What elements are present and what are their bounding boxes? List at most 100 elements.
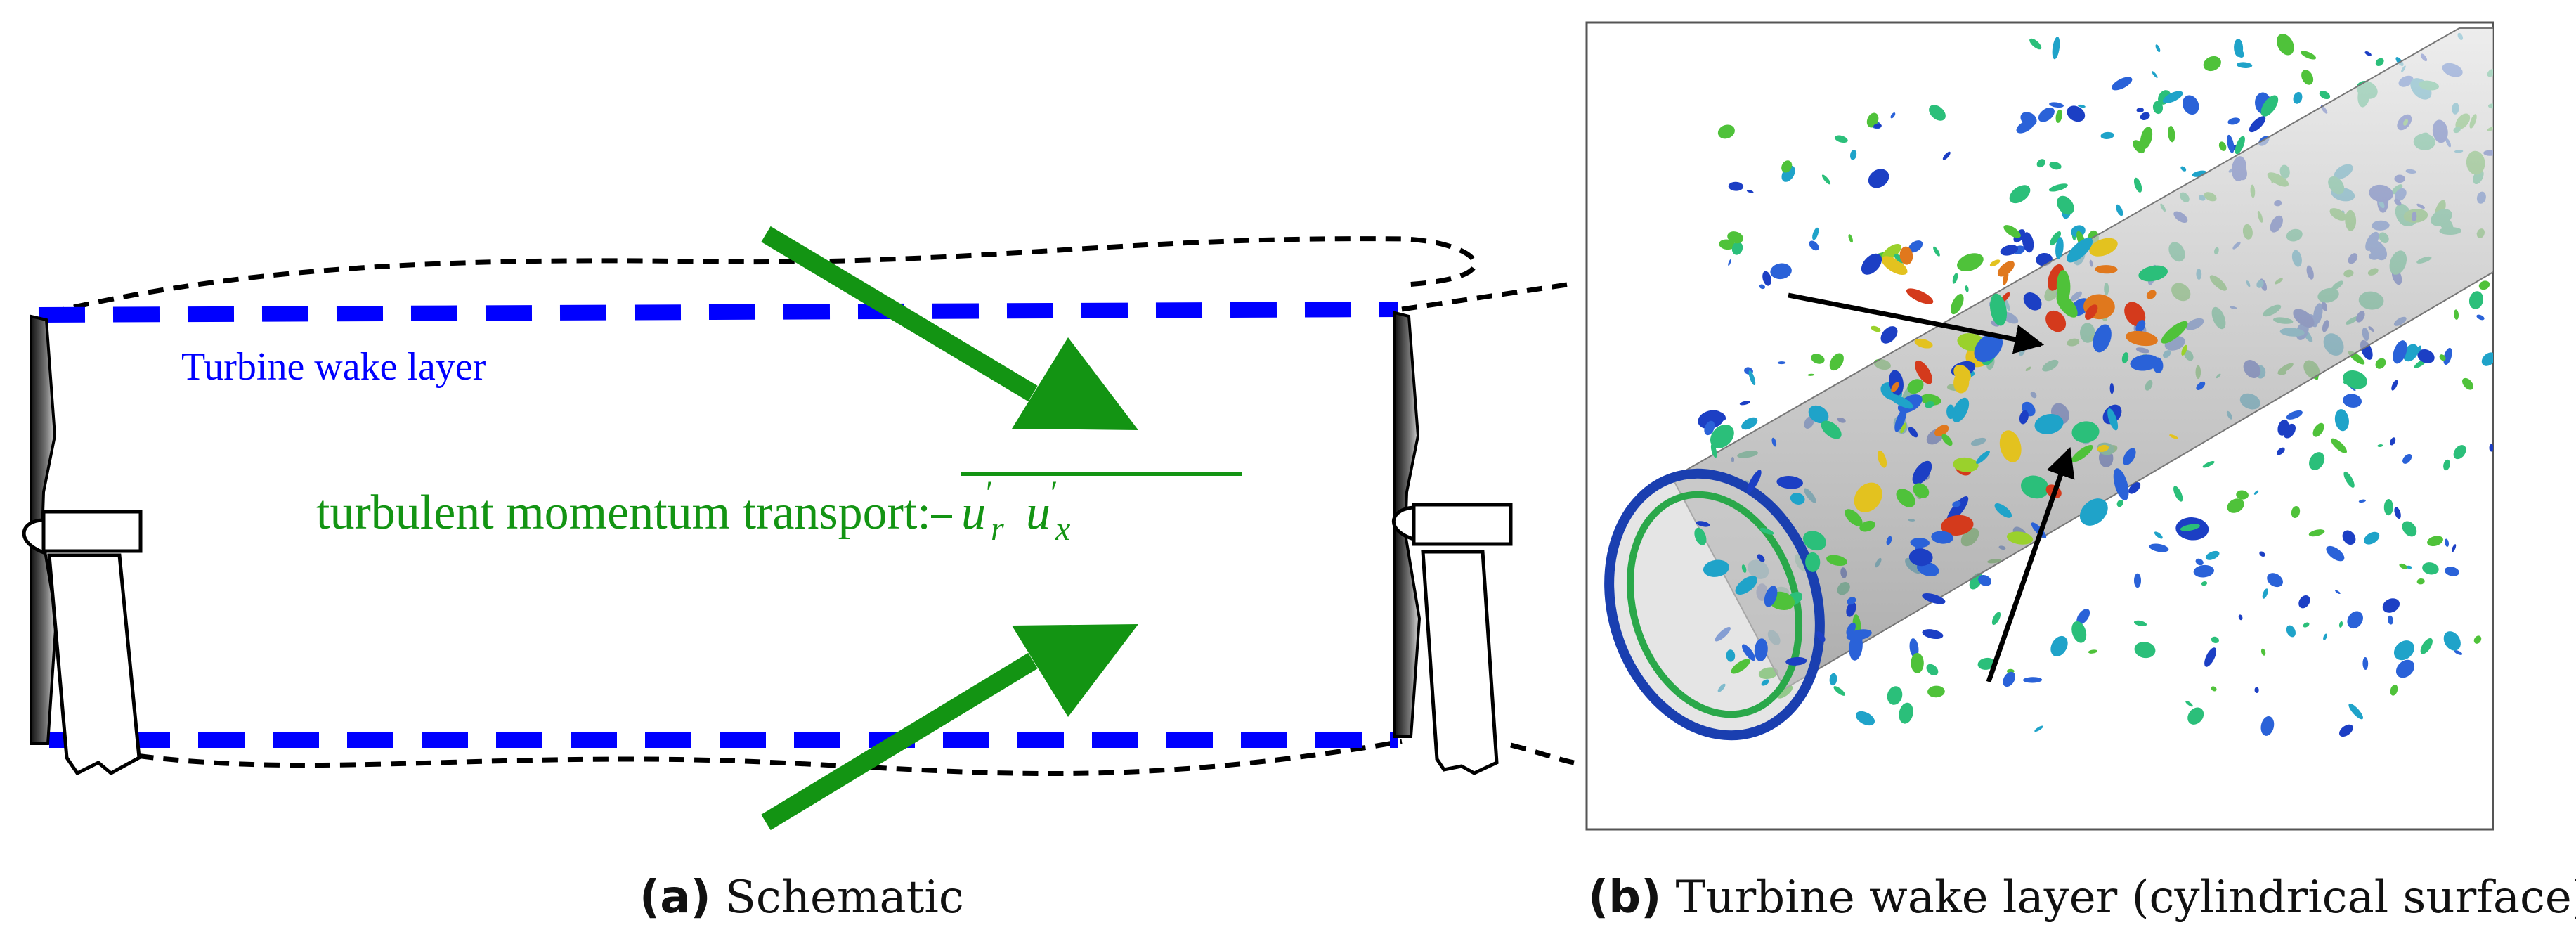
vortex-blob xyxy=(2286,410,2303,420)
vortex-blob xyxy=(2107,408,2119,431)
vortex-blob xyxy=(2003,671,2016,687)
vortex-blob xyxy=(1847,597,1856,605)
vortex-blob xyxy=(2201,581,2208,586)
vortex-blob xyxy=(1950,294,1964,315)
vortex-blob xyxy=(1908,240,1923,253)
vortex-blob xyxy=(2462,377,2473,390)
vortex-blob xyxy=(1808,405,1829,424)
downstream-tower xyxy=(1421,550,1499,775)
vortex-blob xyxy=(1952,500,1961,507)
vortex-blob xyxy=(1694,527,1707,545)
vortex-blob xyxy=(2343,471,2355,488)
upstream-nacelle xyxy=(41,510,143,553)
vortex-blob xyxy=(1821,420,1842,439)
vortex-blob xyxy=(1942,151,1951,160)
vortex-blob xyxy=(1912,460,1932,485)
vortex-blob xyxy=(2095,265,2118,274)
vortex-blob xyxy=(1989,259,2001,267)
vortex-blob xyxy=(2253,490,2259,495)
vortex-blob xyxy=(2260,95,2279,117)
vortex-blob xyxy=(2034,725,2043,732)
vortex-blob xyxy=(2335,590,2341,595)
vortex-blob xyxy=(1953,457,1979,472)
vortex-blob xyxy=(2055,109,2062,123)
vortex-blob xyxy=(1829,673,1837,686)
vortex-blob xyxy=(2478,280,2490,290)
simulation-panel xyxy=(1585,21,2494,831)
vortex-blob xyxy=(2078,104,2086,108)
vortex-blob xyxy=(2390,685,2398,696)
vortex-blob xyxy=(2375,58,2384,67)
vortex-blob xyxy=(1880,326,1898,344)
vortex-blob xyxy=(2236,490,2249,500)
vortex-blob xyxy=(2071,444,2093,462)
vortex-blob xyxy=(2029,38,2042,50)
vortex-blob xyxy=(2260,648,2266,656)
vortex-blob xyxy=(2439,354,2446,361)
vortex-blob xyxy=(1914,338,1933,349)
vortex-blob xyxy=(1807,373,1815,376)
caption-a: (a) Schematic xyxy=(639,872,964,924)
transport-arrow-bottom xyxy=(761,624,1138,831)
vortex-blob xyxy=(2308,529,2325,537)
vortex-blob xyxy=(2071,621,2087,643)
vortex-blob xyxy=(1790,492,1805,505)
vortex-blob xyxy=(1849,150,1857,160)
vortex-blob xyxy=(2071,421,2100,444)
vortex-blob xyxy=(2050,231,2062,246)
vortex-blob xyxy=(1710,425,1734,448)
vortex-blob xyxy=(2076,609,2090,625)
vortex-blob xyxy=(2293,91,2303,104)
vortex-blob xyxy=(2138,265,2168,282)
vortex-blob xyxy=(1710,444,1717,458)
vortex-blob xyxy=(1933,246,1940,257)
vortex-blob xyxy=(2383,499,2393,516)
vortex-blob xyxy=(1920,394,1941,406)
vortex-blob xyxy=(2113,468,2129,500)
vortex-blob xyxy=(2406,565,2412,569)
vortex-blob xyxy=(2116,204,2123,216)
vortex-blob xyxy=(2303,622,2310,628)
vortex-blob xyxy=(2443,631,2461,651)
schematic-panel: Turbine wake layer turbulent momentum tr… xyxy=(22,226,1575,831)
vortex-blob xyxy=(2019,410,2029,425)
vortex-blob xyxy=(2154,531,2163,539)
vortex-blob xyxy=(2128,482,2141,494)
vortex-blob xyxy=(1896,489,1915,507)
vortex-blob xyxy=(2468,291,2484,309)
vortex-blob xyxy=(1861,253,1882,275)
vortex-blob xyxy=(1877,451,1887,468)
vortex-blob xyxy=(1913,483,1930,498)
vortex-blob xyxy=(1854,482,1882,512)
vortex-blob xyxy=(2187,707,2204,725)
vortex-blob xyxy=(2262,588,2268,599)
vortex-blob xyxy=(1704,420,1715,436)
vortex-blob xyxy=(2342,530,2356,545)
vortex-blob xyxy=(2162,91,2183,103)
vortex-blob xyxy=(2416,578,2425,585)
vortex-blob xyxy=(2023,677,2043,683)
vortex-blob xyxy=(2123,448,2136,466)
vortex-blob xyxy=(1994,503,2012,518)
vortex-blob xyxy=(2146,290,2157,299)
caption-a-text: Schematic xyxy=(725,872,964,924)
vortex-blob xyxy=(1952,397,1970,422)
vortex-blob xyxy=(1821,174,1831,185)
vortex-blob xyxy=(1953,364,1971,383)
vortex-blob xyxy=(1991,612,2001,626)
vortex-blob xyxy=(1926,664,1939,676)
vortex-blob xyxy=(1906,288,1934,304)
vortex-blob xyxy=(1915,360,1933,384)
vortex-blob xyxy=(2196,381,2206,390)
vortex-blob xyxy=(2034,414,2064,434)
vortex-blob xyxy=(1735,576,1758,595)
vortex-blob xyxy=(1911,653,1924,673)
svg-text:u: u xyxy=(961,486,986,540)
vortex-blob xyxy=(1781,160,1793,173)
vortex-blob xyxy=(1761,679,1769,686)
vortex-blob xyxy=(1927,685,1945,698)
vortex-blob xyxy=(1703,559,1729,577)
vortex-blob xyxy=(2134,573,2141,588)
vortex-blob xyxy=(1728,181,1744,191)
vortex-blob xyxy=(2140,112,2150,120)
